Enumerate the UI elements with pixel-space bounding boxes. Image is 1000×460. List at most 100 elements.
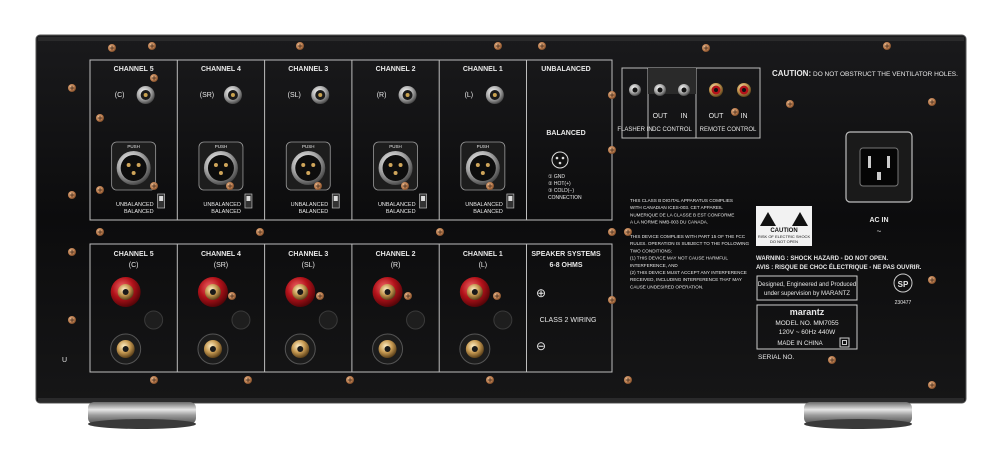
screw — [608, 296, 616, 304]
speaker-positive-terminal[interactable] — [285, 277, 316, 307]
serial-label: SERIAL NO. — [758, 354, 794, 361]
terminal-plug-cap — [493, 310, 513, 330]
switch-unbalanced-label: UNBALANCED — [116, 202, 154, 208]
speaker-negative-terminal[interactable] — [110, 333, 142, 365]
screw — [608, 91, 616, 99]
switch-balanced-label: BALANCED — [124, 209, 154, 215]
foot-left — [88, 402, 196, 429]
caution-title: CAUTION — [770, 228, 797, 234]
input-channel-sub: (C) — [115, 92, 125, 99]
left-corner-mark: U — [62, 357, 67, 364]
speaker-negative-terminal[interactable] — [459, 333, 491, 365]
dc-control-in-jack[interactable] — [678, 84, 690, 96]
screw — [96, 186, 104, 194]
designed-line1: Designed, Engineered and Produced — [758, 282, 856, 288]
xlr-input-jack[interactable] — [198, 141, 244, 191]
screw — [150, 182, 158, 190]
speaker-systems-label: SPEAKER SYSTEMS — [531, 251, 601, 258]
xlr-input-jack[interactable] — [373, 141, 418, 191]
rca-input-jack[interactable] — [311, 86, 330, 104]
screw — [68, 316, 76, 324]
rca-input-jack[interactable] — [136, 86, 155, 104]
model-number: MODEL NO. MM7055 — [775, 320, 839, 327]
designed-by-box: Designed, Engineered and Produced under … — [756, 275, 858, 301]
speaker-positive-terminal[interactable] — [197, 277, 228, 307]
xlr-pinout-diagram — [551, 151, 569, 169]
fcc-line: (2) THIS DEVICE MUST ACCEPT ANY INTERFER… — [630, 270, 747, 275]
unbalanced-heading: UNBALANCED — [541, 66, 590, 73]
plus-symbol: ⊕ — [536, 286, 546, 300]
speaker-negative-terminal[interactable] — [197, 333, 229, 365]
flasher-in-label: FLASHER IN — [617, 127, 652, 133]
speaker-positive-terminal[interactable] — [459, 277, 490, 307]
vent-caution-text: DO NOT OBSTRUCT THE VENTILATOR HOLES. — [813, 71, 958, 78]
remote-out-jack[interactable] — [709, 83, 723, 97]
xlr-input-jack[interactable] — [285, 141, 331, 191]
fcc-line: CAUSE UNDESIRED OPERATION. — [630, 284, 703, 289]
balance-selector-switch[interactable] — [419, 193, 427, 209]
csa-mark-text: SP — [898, 280, 909, 289]
switch-unbalanced-label: UNBALANCED — [378, 202, 416, 208]
switch-balanced-label: BALANCED — [473, 209, 503, 215]
input-channel-sub: (R) — [377, 92, 387, 99]
screw — [928, 98, 936, 106]
line-input-dividers — [176, 60, 527, 220]
speaker-channels: CHANNEL 5(C)CHANNEL 4(SR)CHANNEL 3(SL)CH… — [110, 251, 513, 365]
switch-balanced-label: BALANCED — [299, 209, 329, 215]
screw — [828, 356, 836, 364]
fcc-line: RECEIVED, INCLUDING INTERFERENCE THAT MA… — [630, 277, 742, 282]
rca-input-jack[interactable] — [223, 86, 242, 104]
screw — [150, 74, 158, 82]
terminal-plug-cap — [406, 310, 426, 330]
csa-number: 230477 — [895, 300, 912, 306]
screw — [68, 191, 76, 199]
xlr-input-jack[interactable] — [460, 141, 506, 191]
ac-inlet[interactable] — [845, 131, 913, 203]
screw — [928, 276, 936, 284]
fcc-line: WITH CANADIAN ICES-003. CET APPAREIL — [630, 205, 723, 210]
speaker-positive-terminal[interactable] — [372, 277, 403, 307]
ac-in-label: AC IN — [869, 217, 888, 224]
switch-unbalanced-label: UNBALANCED — [203, 202, 241, 208]
remote-in-jack[interactable] — [737, 83, 751, 97]
screw — [256, 228, 264, 236]
fcc-line: A LA NORME NMB-003 DU CANADA. — [630, 220, 708, 225]
remote-control-label: REMOTE CONTROL — [700, 127, 757, 133]
input-channel-sub: (SR) — [200, 92, 214, 99]
speaker-output-channel: CHANNEL 4(SR) — [197, 251, 251, 365]
input-channel-name: CHANNEL 2 — [376, 66, 416, 73]
dc-in-label: IN — [681, 113, 688, 120]
screw — [624, 376, 632, 384]
speaker-positive-terminal[interactable] — [110, 277, 141, 307]
speaker-negative-terminal[interactable] — [372, 333, 404, 365]
rca-input-jack[interactable] — [485, 86, 504, 104]
screw — [96, 228, 104, 236]
screw — [624, 228, 632, 236]
caution-sub2: DO NOT OPEN — [770, 239, 798, 244]
speaker-output-channel: CHANNEL 1(L) — [459, 251, 513, 365]
balance-selector-switch[interactable] — [331, 193, 340, 209]
balance-selector-switch[interactable] — [244, 193, 253, 209]
rca-input-jack[interactable] — [398, 86, 417, 104]
xlr-input-jack[interactable] — [111, 141, 157, 191]
screw — [244, 376, 252, 384]
screw — [401, 182, 409, 190]
screw — [404, 292, 412, 300]
speaker-negative-terminal[interactable] — [284, 333, 316, 365]
balance-selector-switch[interactable] — [506, 193, 515, 209]
balance-selector-switch[interactable] — [157, 193, 165, 209]
caution-sub1: RISK OF ELECTRIC SHOCK — [758, 234, 811, 239]
speaker-channel-sub: (SL) — [302, 262, 315, 269]
speaker-channel-name: CHANNEL 2 — [376, 251, 416, 258]
remote-in-label: IN — [741, 113, 748, 120]
speaker-output-channel: CHANNEL 5(C) — [110, 251, 164, 365]
switch-unbalanced-label: UNBALANCED — [291, 202, 329, 208]
input-channel-name: CHANNEL 4 — [201, 66, 241, 73]
dc-control-out-jack[interactable] — [654, 84, 666, 96]
flasher-in-jack[interactable] — [629, 84, 641, 96]
dc-out-label: OUT — [653, 113, 669, 120]
